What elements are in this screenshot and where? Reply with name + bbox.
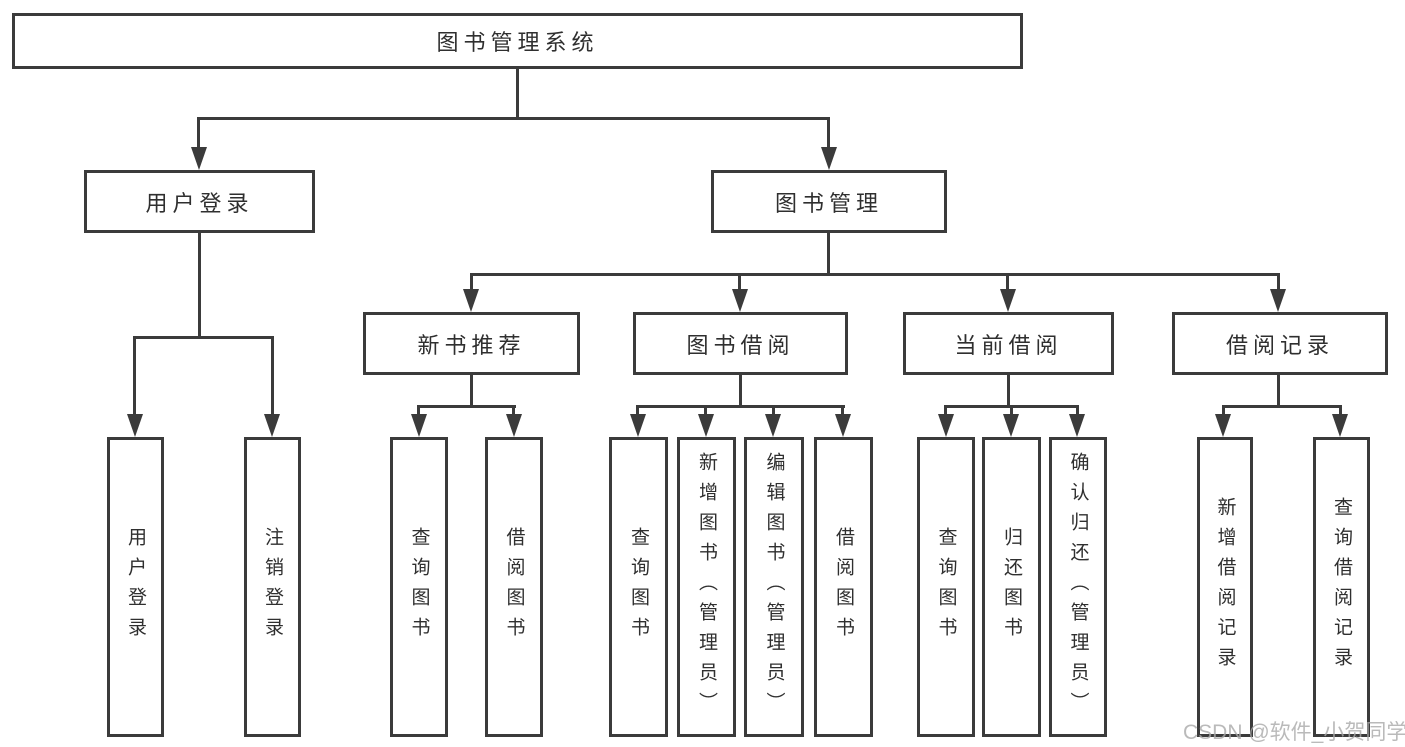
connector-line: [417, 405, 420, 417]
connector-line: [636, 405, 639, 417]
arrowhead-down: [411, 414, 427, 437]
connector-line: [636, 405, 845, 408]
connector-line: [133, 336, 274, 339]
leaf-query-books-recommend: 查询图书: [390, 437, 448, 737]
arrowhead-down: [1215, 414, 1231, 437]
connector-line: [738, 273, 741, 291]
connector-line: [841, 405, 844, 417]
node-book-borrow: 图书借阅: [633, 312, 848, 375]
leaf-query-books-borrow: 查询图书: [609, 437, 668, 737]
connector-line: [271, 336, 274, 416]
connector-line: [1339, 405, 1342, 417]
connector-line: [197, 117, 200, 149]
arrowhead-down: [765, 414, 781, 437]
csdn-watermark: CSDN @软件_小贺同学: [1183, 721, 1405, 744]
node-book-management: 图书管理: [711, 170, 947, 233]
leaf-confirm-return-admin: 确认归还（管理员）: [1049, 437, 1107, 737]
arrowhead-down: [506, 414, 522, 437]
connector-line: [470, 375, 473, 407]
arrowhead-down: [191, 147, 207, 170]
leaf-query-books-current: 查询图书: [917, 437, 975, 737]
arrowhead-down: [732, 289, 748, 312]
connector-line: [133, 336, 136, 416]
leaf-logout: 注销登录: [244, 437, 301, 737]
connector-line: [1076, 405, 1079, 417]
leaf-user-login: 用户登录: [107, 437, 164, 737]
arrowhead-down: [1270, 289, 1286, 312]
leaf-edit-book-admin: 编辑图书（管理员）: [744, 437, 804, 737]
arrowhead-down: [835, 414, 851, 437]
connector-line: [827, 233, 830, 275]
connector-line: [772, 405, 775, 417]
connector-line: [512, 405, 515, 417]
connector-line: [1222, 405, 1342, 408]
leaf-borrow-books: 借阅图书: [814, 437, 873, 737]
connector-line: [470, 273, 473, 291]
connector-line: [470, 273, 1280, 276]
arrowhead-down: [463, 289, 479, 312]
leaf-query-borrow-record: 查询借阅记录: [1313, 437, 1370, 737]
connector-line: [1277, 273, 1280, 291]
leaf-add-book-admin: 新增图书（管理员）: [677, 437, 736, 737]
node-user-login: 用户登录: [84, 170, 315, 233]
leaf-add-borrow-record: 新增借阅记录: [1197, 437, 1253, 737]
leaf-borrow-books-recommend: 借阅图书: [485, 437, 543, 737]
connector-line: [198, 233, 201, 338]
arrowhead-down: [1000, 289, 1016, 312]
arrowhead-down: [1069, 414, 1085, 437]
connector-line: [197, 117, 829, 120]
connector-line: [1006, 273, 1009, 291]
arrowhead-down: [264, 414, 280, 437]
arrowhead-down: [1332, 414, 1348, 437]
connector-line: [1277, 375, 1280, 407]
node-borrow-record: 借阅记录: [1172, 312, 1388, 375]
connector-line: [417, 405, 516, 408]
connector-line: [516, 69, 519, 119]
node-root: 图书管理系统: [12, 13, 1023, 69]
node-new-book-recommend: 新书推荐: [363, 312, 580, 375]
connector-line: [944, 405, 947, 417]
arrowhead-down: [630, 414, 646, 437]
connector-line: [704, 405, 707, 417]
arrowhead-down: [821, 147, 837, 170]
connector-line: [739, 375, 742, 407]
arrowhead-down: [698, 414, 714, 437]
arrowhead-down: [127, 414, 143, 437]
arrowhead-down: [938, 414, 954, 437]
connector-line: [1010, 405, 1013, 417]
connector-line: [827, 117, 830, 149]
connector-line: [1222, 405, 1225, 417]
arrowhead-down: [1003, 414, 1019, 437]
connector-line: [1007, 375, 1010, 407]
node-current-borrow: 当前借阅: [903, 312, 1114, 375]
leaf-return-books: 归还图书: [982, 437, 1041, 737]
